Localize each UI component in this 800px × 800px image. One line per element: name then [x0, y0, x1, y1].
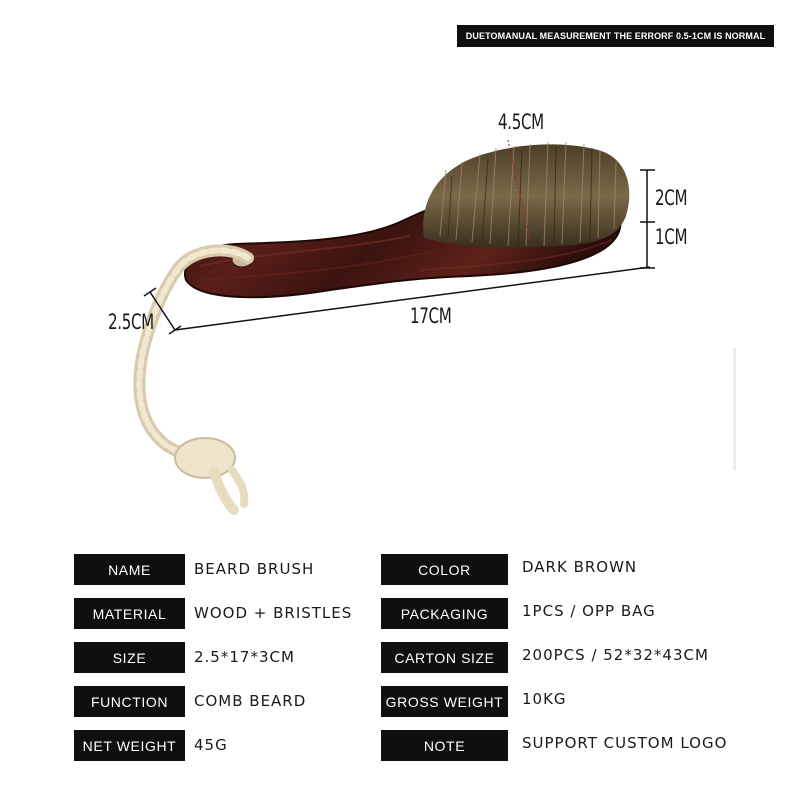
width-dimension-label: 4.5CM [498, 110, 544, 134]
spec-label-name: NAME [74, 554, 185, 585]
hanging-rope [133, 244, 254, 515]
dimension-lines [143, 139, 655, 335]
spec-value-net-weight: 45G [194, 735, 228, 754]
spec-label-color: COLOR [381, 554, 508, 585]
spec-value-material: WOOD + BRISTLES [194, 603, 353, 622]
spec-label-carton-size: CARTON SIZE [381, 642, 508, 673]
spec-label-function: FUNCTION [74, 686, 185, 717]
spec-value-packaging: 1PCS / OPP BAG [522, 601, 656, 620]
brush-bristles [423, 141, 630, 248]
spec-label-packaging: PACKAGING [381, 598, 508, 629]
spec-label-size: SIZE [74, 642, 185, 673]
spec-label-material: MATERIAL [74, 598, 185, 629]
spec-value-color: DARK BROWN [522, 557, 638, 576]
spec-value-function: COMB BEARD [194, 691, 307, 710]
handle-dimension-label: 2.5CM [108, 310, 154, 334]
spec-value-name: BEARD BRUSH [194, 559, 315, 578]
divider-line [733, 348, 736, 470]
spec-value-carton-size: 200PCS / 52*32*43CM [522, 645, 709, 664]
spec-value-gross-weight: 10KG [522, 689, 567, 708]
spec-value-size: 2.5*17*3CM [194, 647, 295, 666]
length-dimension-label: 17CM [410, 304, 452, 328]
spec-label-net-weight: NET WEIGHT [74, 730, 185, 761]
beard-brush-photo [133, 139, 655, 515]
height-dimension-label: 2CM [655, 186, 688, 210]
spec-label-note: NOTE [381, 730, 508, 761]
base-dimension-label: 1CM [655, 225, 688, 249]
spec-label-gross-weight: GROSS WEIGHT [381, 686, 508, 717]
measurement-note-banner: DUETOMANUAL MEASUREMENT THE ERRORF 0.5-1… [457, 25, 774, 47]
spec-value-note: SUPPORT CUSTOM LOGO [522, 733, 728, 752]
